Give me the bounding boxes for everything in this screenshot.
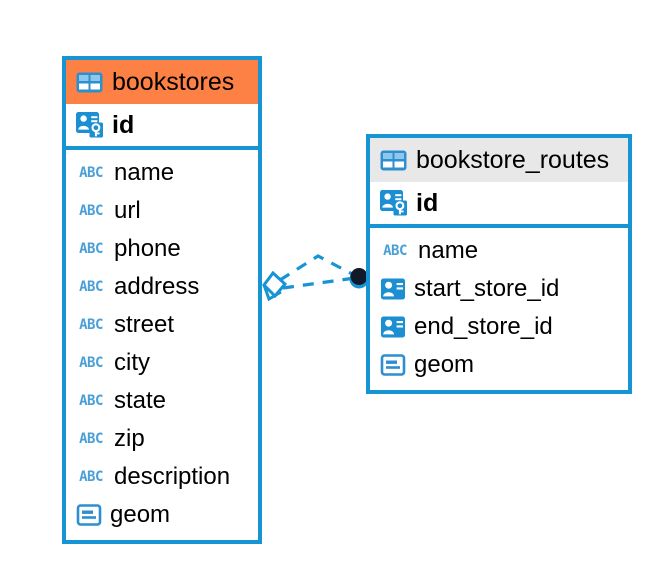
field-row-name[interactable]: ABC name bbox=[370, 232, 628, 270]
abc-text-icon: ABC bbox=[79, 241, 103, 257]
field-label-zip: zip bbox=[114, 425, 145, 452]
field-list-bookstores: ABC name ABC url ABC phone ABC address A… bbox=[66, 150, 258, 540]
geometry-icon bbox=[76, 503, 102, 527]
field-row-geom[interactable]: geom bbox=[66, 496, 258, 534]
field-label-start-store-id: start_store_id bbox=[414, 275, 560, 302]
diamond-marker bbox=[262, 270, 288, 302]
relationship-line-straight bbox=[282, 276, 356, 290]
abc-text-icon: ABC bbox=[79, 469, 103, 485]
foreign-key-icon bbox=[380, 277, 406, 301]
entity-title-bookstore-routes: bookstore_routes bbox=[416, 145, 610, 174]
field-row-end-store-id[interactable]: end_store_id bbox=[370, 308, 628, 346]
field-label-city: city bbox=[114, 349, 150, 376]
field-label-phone: phone bbox=[114, 235, 181, 262]
field-label-street: street bbox=[114, 311, 175, 338]
field-row-url[interactable]: ABC url bbox=[66, 192, 258, 230]
field-row-start-store-id[interactable]: start_store_id bbox=[370, 270, 628, 308]
field-row-description[interactable]: ABC description bbox=[66, 458, 258, 496]
abc-text-icon: ABC bbox=[79, 431, 103, 447]
primary-key-label-bookstore-routes: id bbox=[416, 188, 439, 217]
entity-title-bookstores: bookstores bbox=[112, 67, 235, 96]
field-row-city[interactable]: ABC city bbox=[66, 344, 258, 382]
primary-key-icon bbox=[76, 112, 104, 138]
abc-text-icon: ABC bbox=[79, 355, 103, 371]
field-row-name[interactable]: ABC name bbox=[66, 154, 258, 192]
field-row-state[interactable]: ABC state bbox=[66, 382, 258, 420]
field-label-end-store-id: end_store_id bbox=[414, 313, 553, 340]
field-label-description: description bbox=[114, 463, 231, 490]
primary-key-label-bookstores: id bbox=[112, 110, 135, 139]
entity-table-bookstores[interactable]: bookstores id bbox=[62, 56, 262, 544]
abc-text-icon: ABC bbox=[79, 317, 103, 333]
abc-text-icon: ABC bbox=[79, 203, 103, 219]
field-row-address[interactable]: ABC address bbox=[66, 268, 258, 306]
abc-text-icon: ABC bbox=[383, 243, 407, 259]
field-label-address: address bbox=[114, 273, 200, 300]
entity-header-bookstore-routes[interactable]: bookstore_routes bbox=[370, 138, 628, 182]
field-row-street[interactable]: ABC street bbox=[66, 306, 258, 344]
field-label-name: name bbox=[418, 237, 479, 264]
abc-text-icon: ABC bbox=[79, 393, 103, 409]
pk-divider-bookstore-routes bbox=[370, 224, 628, 228]
field-label-geom: geom bbox=[414, 351, 475, 378]
pk-divider-bookstores bbox=[66, 146, 258, 150]
field-label-name: name bbox=[114, 159, 175, 186]
primary-key-row-bookstores[interactable]: id bbox=[66, 104, 258, 146]
field-list-bookstore-routes: ABC name start_store_id bbox=[370, 228, 628, 390]
field-row-zip[interactable]: ABC zip bbox=[66, 420, 258, 458]
field-row-phone[interactable]: ABC phone bbox=[66, 230, 258, 268]
primary-key-icon bbox=[380, 190, 408, 216]
field-label-state: state bbox=[114, 387, 167, 414]
foreign-key-icon bbox=[380, 315, 406, 339]
field-label-geom: geom bbox=[110, 501, 171, 528]
table-grid-icon bbox=[380, 150, 407, 171]
relationship-line-branch bbox=[279, 254, 357, 282]
entity-header-bookstores[interactable]: bookstores bbox=[66, 60, 258, 104]
primary-key-row-bookstore-routes[interactable]: id bbox=[370, 182, 628, 224]
field-label-url: url bbox=[114, 197, 141, 224]
geometry-icon bbox=[380, 353, 406, 377]
field-row-geom[interactable]: geom bbox=[370, 346, 628, 384]
abc-text-icon: ABC bbox=[79, 165, 103, 181]
entity-table-bookstore-routes[interactable]: bookstore_routes id bbox=[366, 134, 632, 394]
abc-text-icon: ABC bbox=[79, 279, 103, 295]
table-grid-icon bbox=[76, 72, 103, 93]
